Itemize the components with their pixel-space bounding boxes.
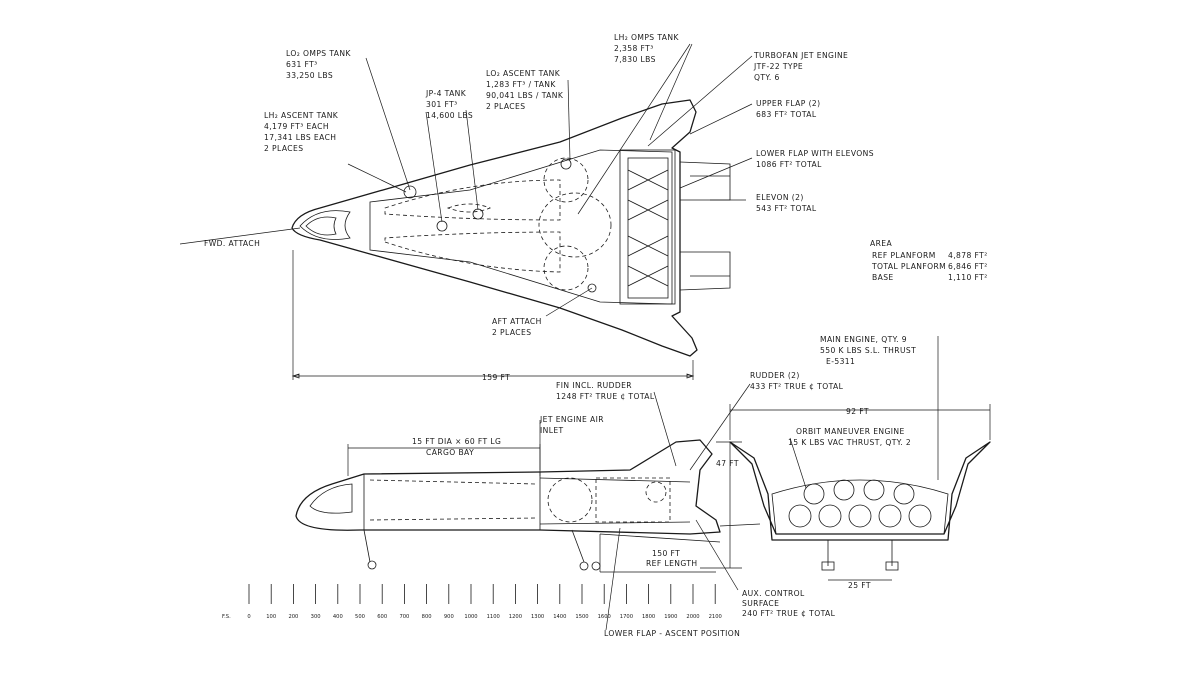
fin-label: FIN INCL. RUDDER 1248 FT² TRUE ¢ TOTAL bbox=[556, 381, 655, 401]
rear-outline bbox=[729, 441, 991, 541]
station-scale-prefix: F.S. bbox=[222, 614, 231, 620]
lower-flap-label: LOWER FLAP WITH ELEVONS 1086 FT² TOTAL bbox=[756, 149, 877, 169]
labels: LO₂ OMPS TANK 631 FT³ 33,250 LBS LH₂ OMP… bbox=[204, 33, 988, 638]
height-dimension: 47 FT bbox=[716, 459, 739, 468]
length-dimension: 159 FT bbox=[482, 373, 510, 382]
area-row-name: REF PLANFORM bbox=[872, 251, 936, 260]
lh2-ascent-tank-label: LH₂ ASCENT TANK 4,179 FT³ EACH 17,341 LB… bbox=[264, 111, 341, 153]
station-tick-label: 700 bbox=[399, 614, 409, 620]
station-tick-label: 2000 bbox=[686, 614, 699, 620]
lower-flap-ascent-label: LOWER FLAP - ASCENT POSITION bbox=[604, 629, 740, 638]
station-tick-label: 200 bbox=[288, 614, 298, 620]
aft-attach-label: AFT ATTACH 2 PLACES bbox=[492, 317, 545, 337]
station-tick-label: 100 bbox=[266, 614, 276, 620]
main-engine-label: MAIN ENGINE, QTY. 9 550 K LBS S.L. THRUS… bbox=[820, 335, 919, 366]
lo2-ascent-tank-label: LO₂ ASCENT TANK 1,283 FT³ / TANK 90,041 … bbox=[486, 69, 566, 111]
station-tick-label: 1300 bbox=[531, 614, 544, 620]
width-dimension: 92 FT bbox=[846, 407, 869, 416]
ref-length-label: 150 FT REF LENGTH bbox=[646, 549, 698, 568]
lh2-omps-tank-label: LH₂ OMPS TANK 2,358 FT³ 7,830 LBS bbox=[614, 33, 682, 64]
plan-view bbox=[179, 43, 753, 380]
station-tick-label: 500 bbox=[355, 614, 365, 620]
station-tick-label: 1600 bbox=[598, 614, 611, 620]
station-tick-label: 600 bbox=[377, 614, 387, 620]
side-view bbox=[295, 383, 761, 631]
track-dimension: 25 FT bbox=[848, 581, 871, 590]
area-row-name: TOTAL PLANFORM bbox=[871, 262, 946, 271]
station-tick-label: 1700 bbox=[620, 614, 633, 620]
area-row-value: 4,878 FT² bbox=[948, 251, 988, 260]
station-scale: F.S. 0 100 200 300 400 500 600 700 800 900 1000 1100… bbox=[222, 584, 722, 620]
area-row-value: 6,846 FT² bbox=[948, 262, 988, 271]
station-tick-label: 1900 bbox=[664, 614, 677, 620]
station-tick-label: 300 bbox=[311, 614, 321, 620]
station-tick-label: 900 bbox=[444, 614, 454, 620]
plan-outline bbox=[291, 99, 698, 357]
station-tick-label: 2100 bbox=[709, 614, 722, 620]
station-tick-label: 1500 bbox=[575, 614, 588, 620]
aux-control-label: AUX. CONTROL SURFACE 240 FT² TRUE ¢ TOTA… bbox=[742, 589, 836, 618]
station-tick-label: 1100 bbox=[487, 614, 500, 620]
elevon-label: ELEVON (2) 543 FT² TOTAL bbox=[756, 193, 817, 213]
station-tick-label: 0 bbox=[247, 614, 250, 620]
lo2-omps-tank-label: LO₂ OMPS TANK 631 FT³ 33,250 LBS bbox=[286, 49, 354, 80]
area-row-name: BASE bbox=[872, 273, 894, 282]
area-row-value: 1,110 FT² bbox=[948, 273, 988, 282]
jp4-tank-label: JP-4 TANK 301 FT³ 14,600 LBS bbox=[425, 89, 473, 120]
rudder-label: RUDDER (2) 433 FT² TRUE ¢ TOTAL bbox=[750, 371, 844, 391]
station-tick-label: 1400 bbox=[553, 614, 566, 620]
jet-inlet-label: JET ENGINE AIR INLET bbox=[539, 415, 607, 435]
station-tick-label: 800 bbox=[422, 614, 432, 620]
orbit-engine-label: ORBIT MANEUVER ENGINE 15 K LBS VAC THRUS… bbox=[788, 427, 911, 447]
station-tick-label: 1800 bbox=[642, 614, 655, 620]
turbofan-label: TURBOFAN JET ENGINE JTF-22 TYPE QTY. 6 bbox=[753, 51, 851, 82]
station-tick-label: 1200 bbox=[509, 614, 522, 620]
station-tick-label: 1000 bbox=[464, 614, 477, 620]
area-title: AREA bbox=[870, 239, 892, 248]
cargo-bay-label: 15 FT DIA × 60 FT LG CARGO BAY bbox=[412, 437, 504, 457]
rear-view bbox=[729, 336, 991, 581]
station-tick-label: 400 bbox=[333, 614, 343, 620]
upper-flap-label: UPPER FLAP (2) 683 FT² TOTAL bbox=[756, 99, 823, 119]
side-outline bbox=[295, 439, 721, 535]
fwd-attach-label: FWD. ATTACH bbox=[204, 239, 260, 248]
